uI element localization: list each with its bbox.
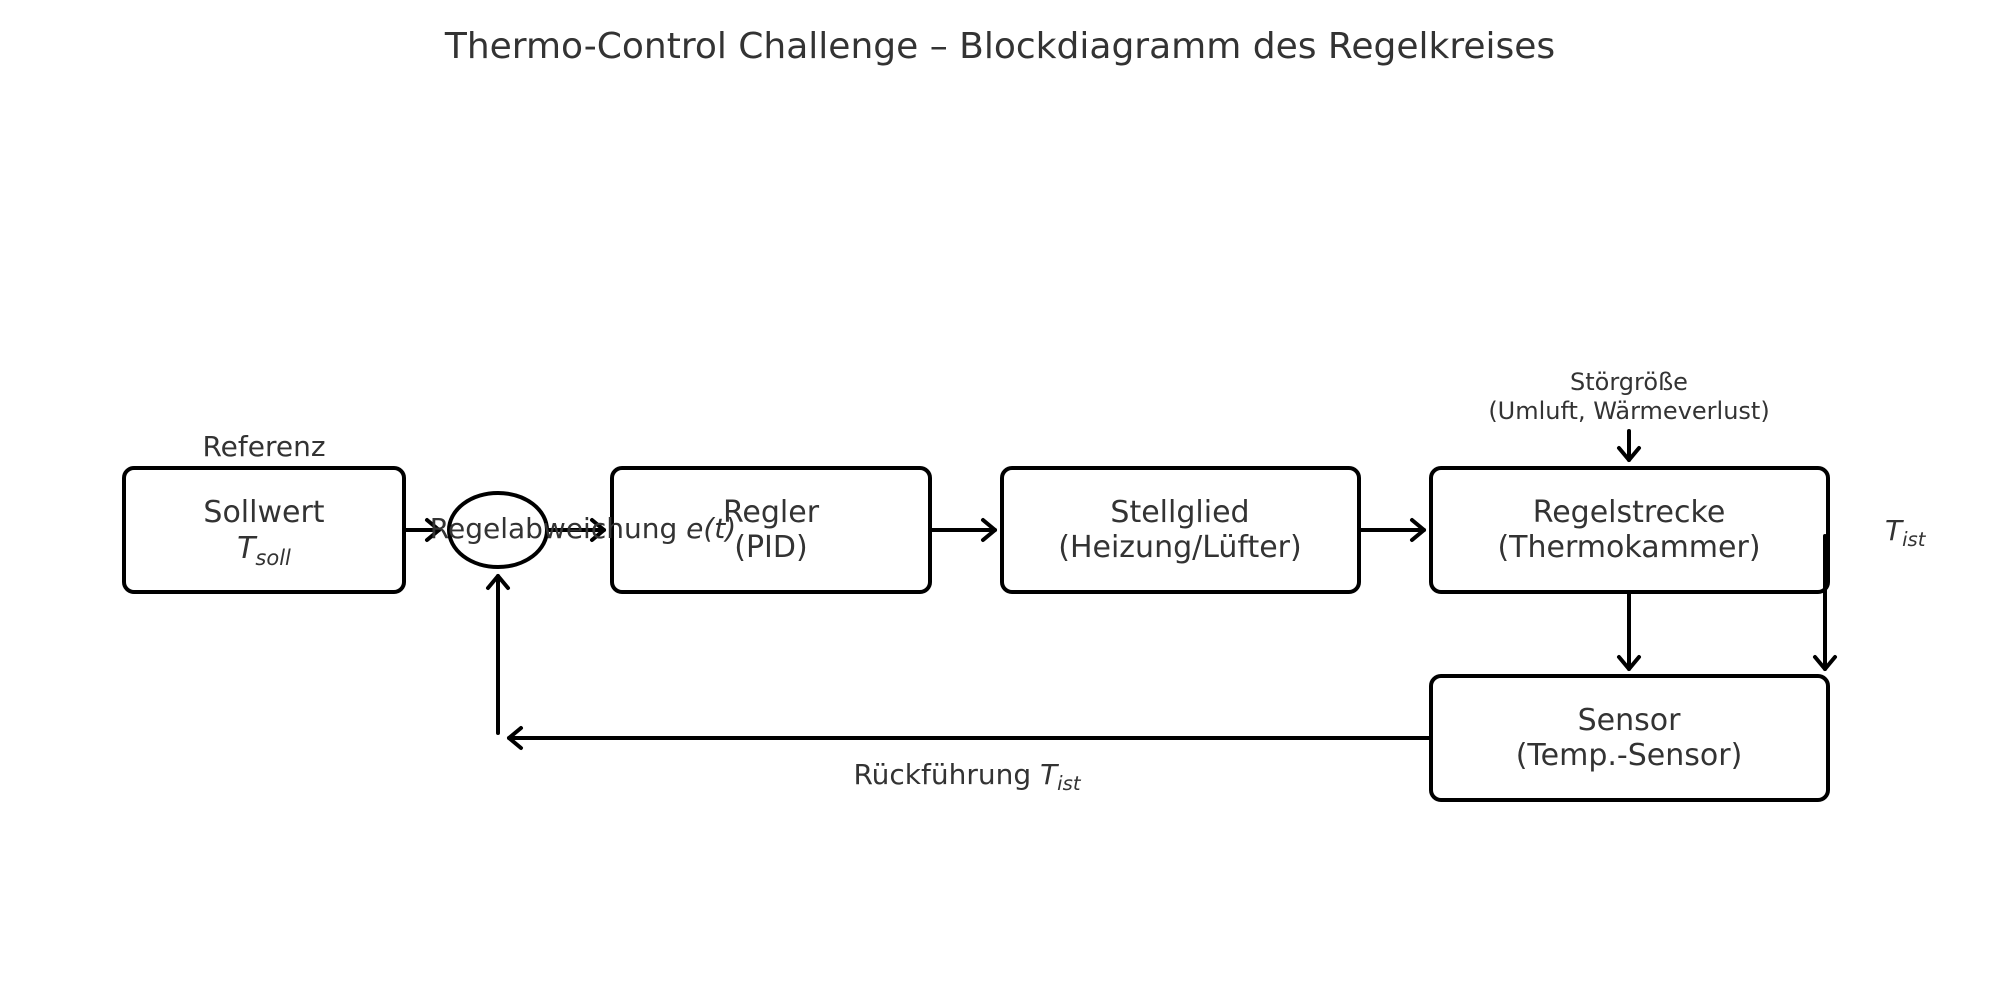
diagram-title: Thermo-Control Challenge – Blockdiagramm… <box>444 26 1555 67</box>
stoergroesse-sublabel: (Umluft, Wärmeverlust) <box>1488 397 1769 425</box>
feedback-label-tist-base: T <box>1040 758 1059 791</box>
sollwert-label: Sollwert <box>203 495 324 530</box>
connections <box>402 429 1837 750</box>
regler-label: Regler <box>723 495 820 530</box>
output-tist-base: T <box>1885 514 1904 547</box>
regelstrecke-label: Regelstrecke <box>1533 495 1726 530</box>
arrowhead-junction-regler <box>590 518 606 542</box>
arrowhead-output-sensor <box>1813 655 1837 671</box>
arrowhead-regelstrecke-sensor <box>1617 655 1641 671</box>
stellglied-sublabel: (Heizung/Lüfter) <box>1058 530 1301 565</box>
sensor-sublabel: (Temp.-Sensor) <box>1516 738 1743 773</box>
error-label-symbol: e(t) <box>686 512 736 545</box>
stellglied-block: Stellglied (Heizung/Lüfter) <box>1000 466 1361 594</box>
feedback-label-tist-sub: ist <box>1057 772 1082 795</box>
arrowhead-regler-stellglied <box>981 518 997 542</box>
arrowhead-sollwert-junction <box>425 518 441 542</box>
stellglied-label: Stellglied <box>1110 495 1249 530</box>
feedback-label-prefix: Rückführung <box>853 758 1040 791</box>
output-tist-sub: ist <box>1902 528 1927 551</box>
stoergroesse-label: Störgröße <box>1570 368 1688 396</box>
sollwert-block: Sollwert Tsoll <box>122 466 406 594</box>
regelstrecke-sublabel: (Thermokammer) <box>1497 530 1760 565</box>
sensor-block: Sensor (Temp.-Sensor) <box>1429 674 1830 802</box>
output-tist-label: Tist <box>1885 514 1927 551</box>
arrowhead-stellglied-regelstrecke <box>1410 518 1426 542</box>
referenz-label: Referenz <box>202 430 325 463</box>
regelstrecke-block: Regelstrecke (Thermokammer) <box>1429 466 1830 594</box>
sollwert-box <box>122 466 406 594</box>
error-label: Regelabweichung e(t) <box>430 512 736 545</box>
regler-sublabel: (PID) <box>734 530 807 565</box>
arrowhead-disturbance-regelstrecke <box>1617 446 1641 462</box>
feedback-label: Rückführung Tist <box>853 758 1081 795</box>
sollwert-symbol-base: T <box>237 531 258 566</box>
sollwert-symbol: Tsoll <box>237 531 291 570</box>
sensor-label: Sensor <box>1578 703 1681 738</box>
error-label-prefix: Regelabweichung <box>430 512 686 545</box>
arrowhead-feedback-vertical <box>486 574 510 590</box>
sollwert-symbol-sub: soll <box>255 546 291 570</box>
arrowhead-feedback-horizontal <box>507 726 523 750</box>
regler-block: Regler (PID) <box>610 466 932 594</box>
